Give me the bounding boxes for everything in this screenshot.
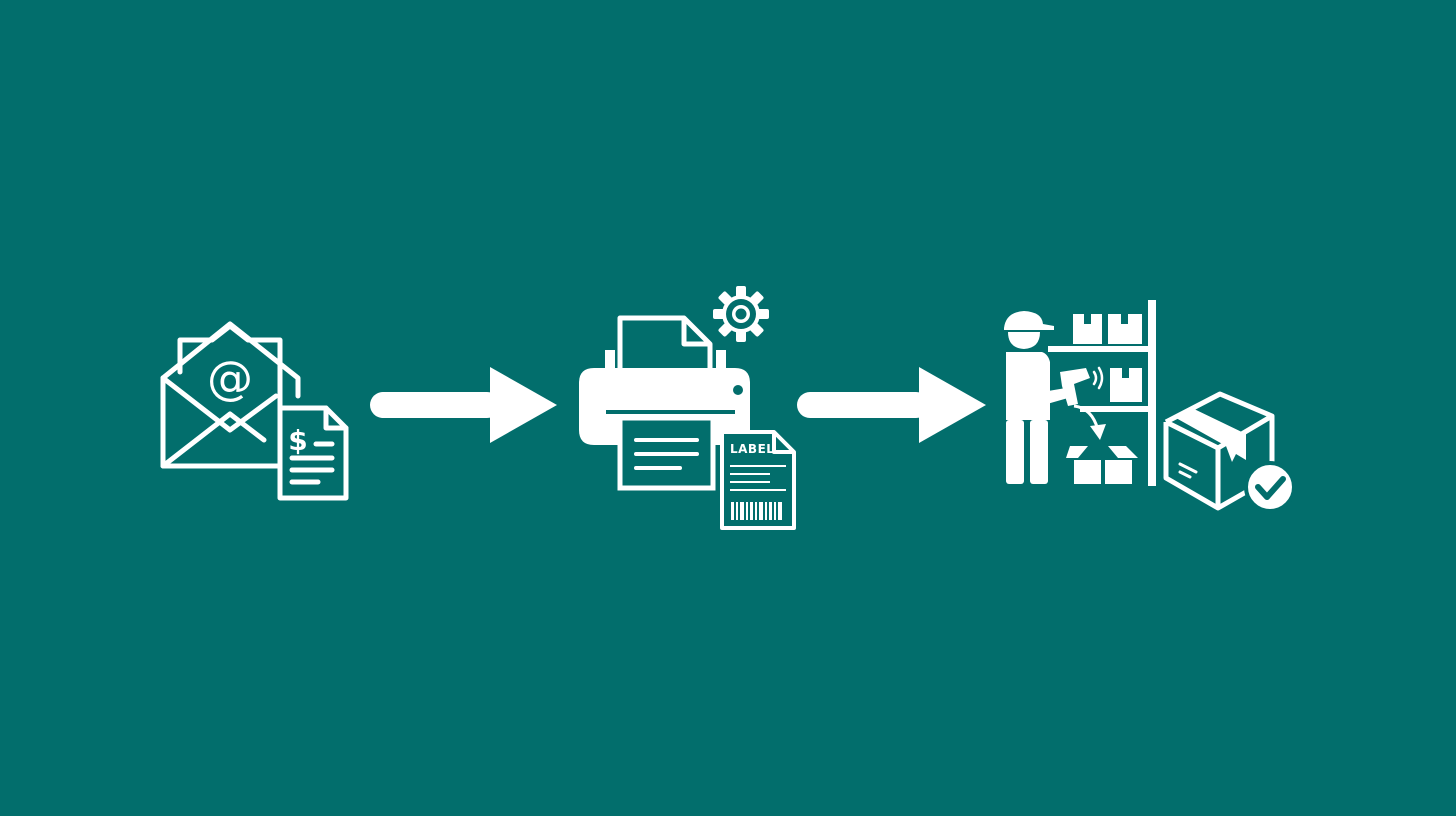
arrow-right-icon bbox=[797, 367, 986, 443]
dollar-sign-icon: $ bbox=[288, 424, 307, 457]
svg-text:LABEL: LABEL bbox=[730, 442, 774, 456]
open-box-icon bbox=[1066, 446, 1138, 484]
shipping-label-icon: LABEL bbox=[720, 430, 796, 530]
gear-icon bbox=[713, 286, 769, 342]
step-email-invoice: @ $ bbox=[160, 321, 349, 501]
step-print-label: LABEL bbox=[579, 286, 796, 530]
svg-text:@: @ bbox=[207, 351, 253, 405]
invoice-document-icon bbox=[277, 405, 349, 501]
at-sign-icon: @ bbox=[207, 351, 253, 405]
svg-text:$: $ bbox=[288, 424, 307, 457]
package-check-icon bbox=[1163, 391, 1296, 513]
arrow-right-icon bbox=[370, 367, 557, 443]
envelope-icon bbox=[160, 321, 301, 469]
shelving-icon bbox=[1048, 300, 1156, 486]
barcode-scanner-icon bbox=[1060, 366, 1106, 440]
printer-icon bbox=[579, 315, 750, 491]
step-warehouse-fulfillment bbox=[1004, 300, 1296, 513]
warehouse-worker-icon bbox=[1004, 311, 1068, 484]
barcode-icon bbox=[731, 502, 782, 520]
